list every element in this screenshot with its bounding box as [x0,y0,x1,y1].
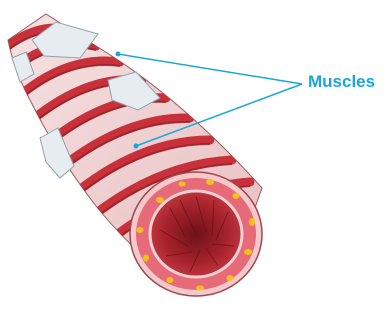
leader-dot [134,144,139,149]
muscles-label: Muscles [308,72,375,92]
airway-cross-section [130,172,262,296]
leader-dot [116,52,121,57]
